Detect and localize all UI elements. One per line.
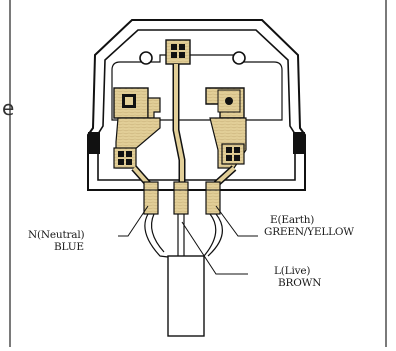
live-label: L(Live): [274, 265, 311, 277]
neutral-terminal-block: [113, 147, 137, 169]
earth-label: E(Earth): [270, 214, 315, 226]
screw-hole-left: [139, 51, 153, 65]
external-wires: [144, 213, 223, 259]
earth-terminal: [165, 39, 191, 65]
wire-clamps: [143, 181, 221, 215]
plug-body-inner: [97, 29, 296, 181]
edge-text: e: [2, 96, 15, 120]
left-side-tab: [88, 132, 100, 154]
live-terminal-block: [221, 143, 245, 165]
neutral-label: N(Neutral): [28, 229, 85, 241]
right-side-tab: [293, 132, 305, 154]
cable-sheath: [167, 255, 205, 337]
earth-color-label: GREEN/YELLOW: [264, 226, 354, 238]
screw-hole-right: [232, 51, 246, 65]
neutral-color-label: BLUE: [54, 241, 84, 253]
live-color-label: BROWN: [278, 277, 322, 289]
leader-lines: [118, 205, 258, 275]
